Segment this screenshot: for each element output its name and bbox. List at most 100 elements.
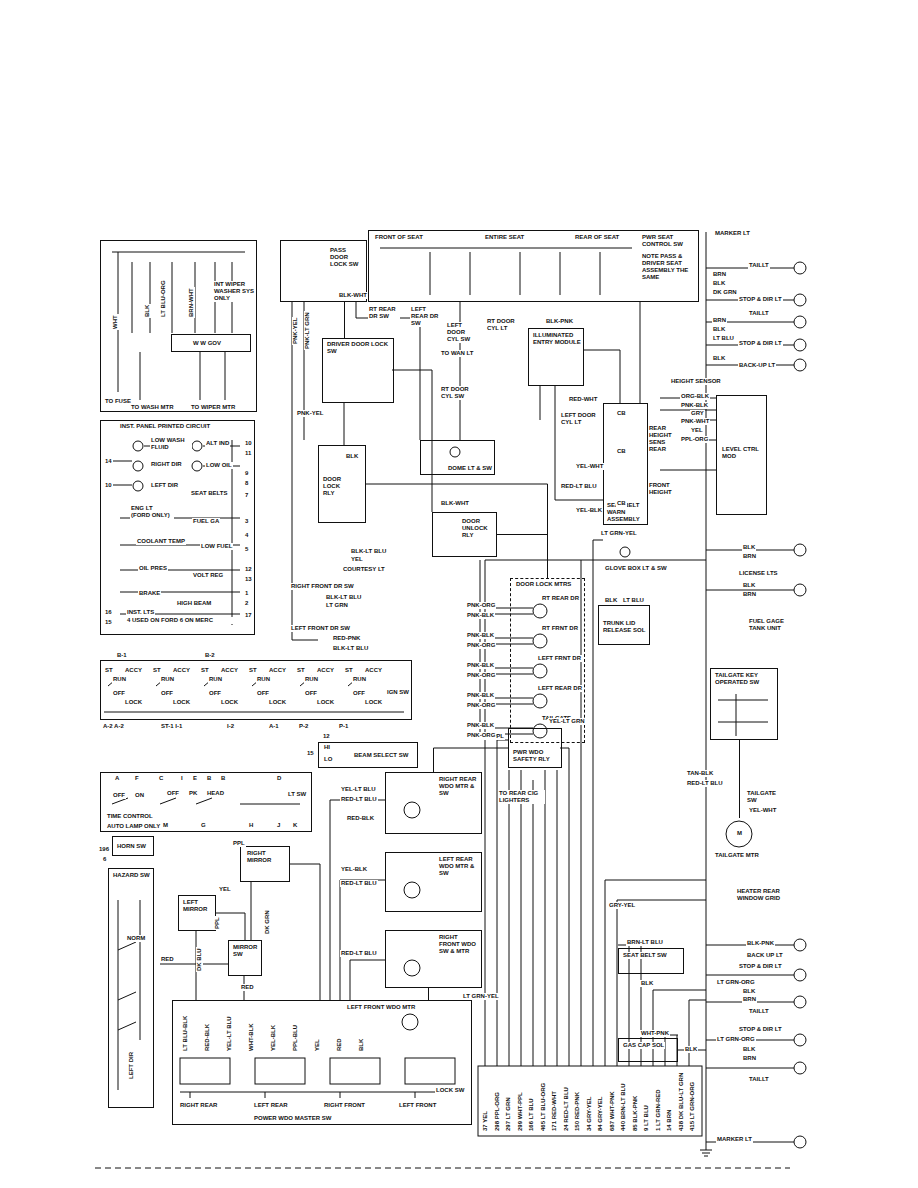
component-label: SEAT BELT SW — [622, 952, 668, 959]
wire-label: COURTESY LT — [342, 566, 386, 573]
wire-label: RT DOOR CYL LT — [486, 318, 518, 332]
lamp — [794, 544, 806, 556]
wire-label: YEL — [314, 1038, 321, 1052]
ign-switches — [104, 676, 404, 712]
tailgate-switch — [718, 694, 768, 736]
master-switch — [180, 1092, 460, 1098]
wire-label: LEFT DIR — [128, 1051, 135, 1080]
wire-label: BRN — [742, 996, 757, 1003]
wire-label: PNK-LT GRN — [304, 311, 311, 350]
wire-label: PNK-BLK — [466, 722, 495, 729]
motor-symbol — [533, 724, 547, 738]
wire-label: FUEL GA — [192, 518, 220, 525]
wire-label: LOCK — [124, 699, 143, 706]
wire-label: 17 — [244, 612, 253, 619]
wire-label: PNK-WHT — [680, 418, 710, 425]
wire-label: ST — [248, 667, 258, 674]
wire-label: RED-LT BLU — [560, 483, 598, 490]
wire-label: P-1 — [338, 723, 349, 730]
wire-label: LOW OIL — [205, 462, 233, 469]
wire-label: BLK — [742, 1046, 756, 1053]
lamp — [794, 996, 806, 1008]
wire-label: OFF — [304, 690, 318, 697]
wire-label: 34 GRY-YEL — [586, 1096, 593, 1132]
component-label: ILLUMINATED ENTRY MODULE — [532, 332, 582, 346]
panel-lamp — [133, 441, 143, 451]
wire-label: 85 BLK-PNK — [632, 1095, 639, 1132]
wire-label: I-2 — [226, 723, 235, 730]
wire-label: BLK — [144, 304, 151, 318]
wire-label: 12 — [322, 733, 331, 740]
component-box: DOME LT & SW — [420, 440, 495, 475]
wire-label: BLK — [712, 355, 726, 362]
wire-label: RUN — [304, 676, 319, 683]
component-label: HORN SW — [116, 843, 147, 850]
component-box: RIGHT FRONT WDO SW & MTR — [385, 930, 482, 988]
wire-label: BRN — [742, 591, 757, 598]
wire-label: 12 — [244, 566, 253, 573]
wire-connector — [344, 403, 345, 445]
wire-label: RUN — [256, 676, 271, 683]
component-box: HORN SW — [112, 836, 154, 856]
wire-label: K — [292, 822, 298, 829]
wire-label: LICENSE LTS — [738, 570, 779, 577]
wire-label: OFF — [166, 790, 180, 797]
component-label: IGN SW — [386, 689, 410, 696]
wire-label: RED-LT BLU — [340, 950, 378, 957]
wire-label: BLK — [604, 597, 618, 604]
wire-label: 440 BRN-LT BLU — [620, 1082, 627, 1132]
wire-label: ST — [200, 667, 210, 674]
wire-label: 7 — [244, 492, 249, 499]
wire-label: OFF — [256, 690, 270, 697]
wire-label: BLK — [742, 988, 756, 995]
wire-label: ACCY — [268, 667, 287, 674]
component-label: M — [736, 830, 743, 837]
lamp — [794, 339, 806, 351]
wire-label: YEL-BLK — [270, 1024, 277, 1052]
component-label: POWER WDO MASTER SW — [253, 1115, 332, 1122]
wire-label: 24 RED-LT BLU — [563, 1086, 570, 1132]
wire-label: HEATER REAR WINDOW GRID — [736, 888, 782, 902]
wire-label: LOCK — [220, 699, 239, 706]
wire-label: PNK-YEL — [292, 317, 299, 345]
component-label: PWR WDO SAFETY RLY — [512, 749, 560, 763]
wire-label: BLK — [712, 280, 726, 287]
wire-label: LT BLU-BLK — [182, 1015, 189, 1052]
wire-label: RT DOOR CYL SW — [440, 386, 474, 400]
wire-label: CB — [616, 410, 627, 417]
wire-label: 4 USED ON FORD 6 ON MERC — [126, 617, 238, 624]
wire-label: YEL — [690, 427, 704, 434]
lamp — [794, 1034, 806, 1046]
wire-label: YEL-LT BLU — [340, 786, 377, 793]
wire-label: GLOVE BOX LT & SW — [604, 565, 668, 572]
component-box: SEAT BELT SW — [618, 948, 684, 974]
wire-label: BLK — [742, 582, 756, 589]
wire-label: LO — [323, 756, 333, 763]
wire-label: 299 WHT-PPL — [517, 1091, 524, 1132]
component-box: FRONT OF SEATENTIRE SEATREAR OF SEATPWR … — [368, 230, 699, 302]
wire-label: BRN — [742, 553, 757, 560]
wire-label: 415 LT GRN-ORG — [689, 1081, 696, 1132]
wire-label: ST — [152, 667, 162, 674]
page-rule — [95, 1168, 790, 1169]
glove-lamp — [620, 547, 630, 557]
lamp — [794, 969, 806, 981]
component-box: DOOR UNLOCK RLY — [432, 512, 497, 557]
wire-label: ORG-BLK — [680, 393, 710, 400]
wire-label: TO WAN LT — [440, 350, 474, 357]
motor-node: MTAILGATE MTR — [712, 818, 767, 866]
wire-label: BLK — [345, 453, 359, 460]
wire-connector — [434, 748, 509, 772]
wire-label: TO WIPER MTR — [190, 404, 236, 411]
wire-label: PPL — [232, 840, 246, 847]
wire-label: 9 LT BLU — [643, 1104, 650, 1132]
wire-label: BLK-PNK — [545, 318, 574, 325]
component-box: LEVEL CTRL MOD — [716, 395, 767, 515]
wire-label: STOP & DIR LT — [738, 963, 783, 970]
wire-label: TAILLT — [748, 262, 770, 269]
wire-label: 6 — [102, 856, 107, 863]
wire-label: ST — [104, 667, 114, 674]
wire-label: LT GRN-ORG — [716, 1036, 756, 1043]
wire-label: YEL — [350, 556, 364, 563]
motor-symbol — [404, 802, 420, 818]
